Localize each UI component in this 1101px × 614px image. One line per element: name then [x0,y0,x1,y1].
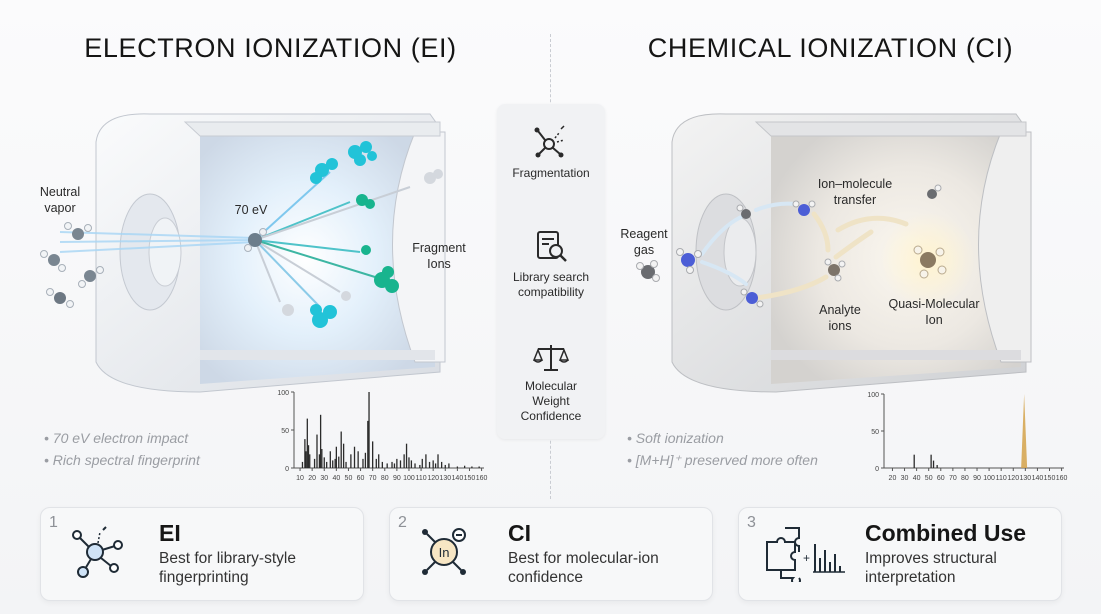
card-number: 2 [398,514,407,531]
card-ci: 2 In CI Best for molecular-ion confidenc… [389,507,713,601]
x-tick-label: 40 [913,475,921,482]
fragmentation-icon [534,125,565,158]
x-tick-label: 20 [889,475,897,482]
card-title: Combined Use [865,520,1027,546]
x-tick-label: 60 [357,475,365,482]
y-tick-label: 100 [277,390,289,397]
y-tick-label: 100 [867,392,879,399]
ion-molecule-icon: In [422,528,466,575]
card-description: Best for molecular-ion confidence [508,550,659,586]
comparison-panel: Fragmentation Library search compatibili… [497,104,605,439]
x-tick-label: 20 [308,475,316,482]
card-combined: 3 + Combined Use Improves structural int… [738,507,1062,601]
x-tick-label: 130 [1019,475,1031,482]
y-tick-label: 50 [871,429,879,436]
x-tick-label: 90 [393,475,401,482]
ci-title: CHEMICAL IONIZATION (CI) [647,33,1014,63]
x-tick-label: 30 [320,475,328,482]
x-tick-label: 120 [427,475,439,482]
library-search-icon [537,231,567,262]
x-tick-label: 140 [1032,475,1044,482]
label-fragment-ions: Fragment Ions [412,241,466,271]
x-tick-label: 80 [961,475,969,482]
x-tick-label: 160 [476,475,488,482]
x-tick-label: 110 [415,475,426,482]
ei-source-illustration [40,113,446,393]
label-70ev: 70 eV [234,203,268,217]
svg-text:+: + [803,551,810,565]
x-tick-label: 40 [332,475,340,482]
card-description: Improves structural interpretation [865,550,997,586]
ci-note-1: • Soft ionization [627,430,724,446]
x-tick-label: 10 [296,475,304,482]
label-reagent-gas: Reagent gas [620,227,668,257]
x-tick-label: 100 [403,475,415,482]
card-ei: 1 EI Best for library-style fingerprinti… [40,507,364,601]
card-number: 3 [747,514,756,531]
label-fragmentation: Fragmentation [512,166,590,180]
ci-note-2: • [M+H]⁺ preserved more often [627,452,818,468]
label-quasi-molecular-ion: Quasi-Molecular Ion [888,297,980,327]
card-description: Best for library-style fingerprinting [159,550,296,586]
x-tick-label: 100 [983,475,995,482]
x-tick-label: 70 [369,475,377,482]
label-library-search: Library search compatibility [512,270,590,299]
x-tick-label: 30 [901,475,909,482]
x-tick-label: 60 [937,475,945,482]
y-tick-label: 0 [285,466,289,473]
label-ion-molecule-transfer: Ion–molecule transfer [817,177,893,207]
x-tick-label: 50 [345,475,353,482]
card-number: 1 [49,514,58,531]
ci-source-illustration [636,113,1032,393]
y-tick-label: 50 [281,428,289,435]
ion-label: In [439,545,450,560]
x-tick-label: 160 [1056,475,1068,482]
x-tick-label: 120 [1007,475,1019,482]
x-tick-label: 150 [464,475,476,482]
x-tick-label: 130 [439,475,451,482]
label-molecular-weight: Molecular Weight Confidence [520,379,582,423]
x-tick-label: 110 [996,475,1007,482]
x-tick-label: 50 [925,475,933,482]
card-title: CI [508,520,531,546]
x-tick-label: 70 [949,475,957,482]
label-neutral-vapor: Neutral vapor [39,185,81,215]
label-analyte-ions: Analyte ions [819,303,861,333]
ei-title: ELECTRON IONIZATION (EI) [84,33,457,63]
x-tick-label: 140 [452,475,464,482]
card-title: EI [159,520,181,546]
x-tick-label: 150 [1044,475,1056,482]
ei-note-1: • 70 eV electron impact [44,430,189,446]
balance-scale-icon [533,345,569,371]
x-tick-label: 90 [973,475,981,482]
ei-note-2: • Rich spectral fingerprint [44,452,200,468]
puzzle-spectrum-icon: + [766,527,845,582]
x-tick-label: 80 [381,475,389,482]
molecular-ion-peak [1021,394,1028,468]
fragmentation-network-icon [72,526,123,578]
y-tick-label: 0 [875,466,879,473]
